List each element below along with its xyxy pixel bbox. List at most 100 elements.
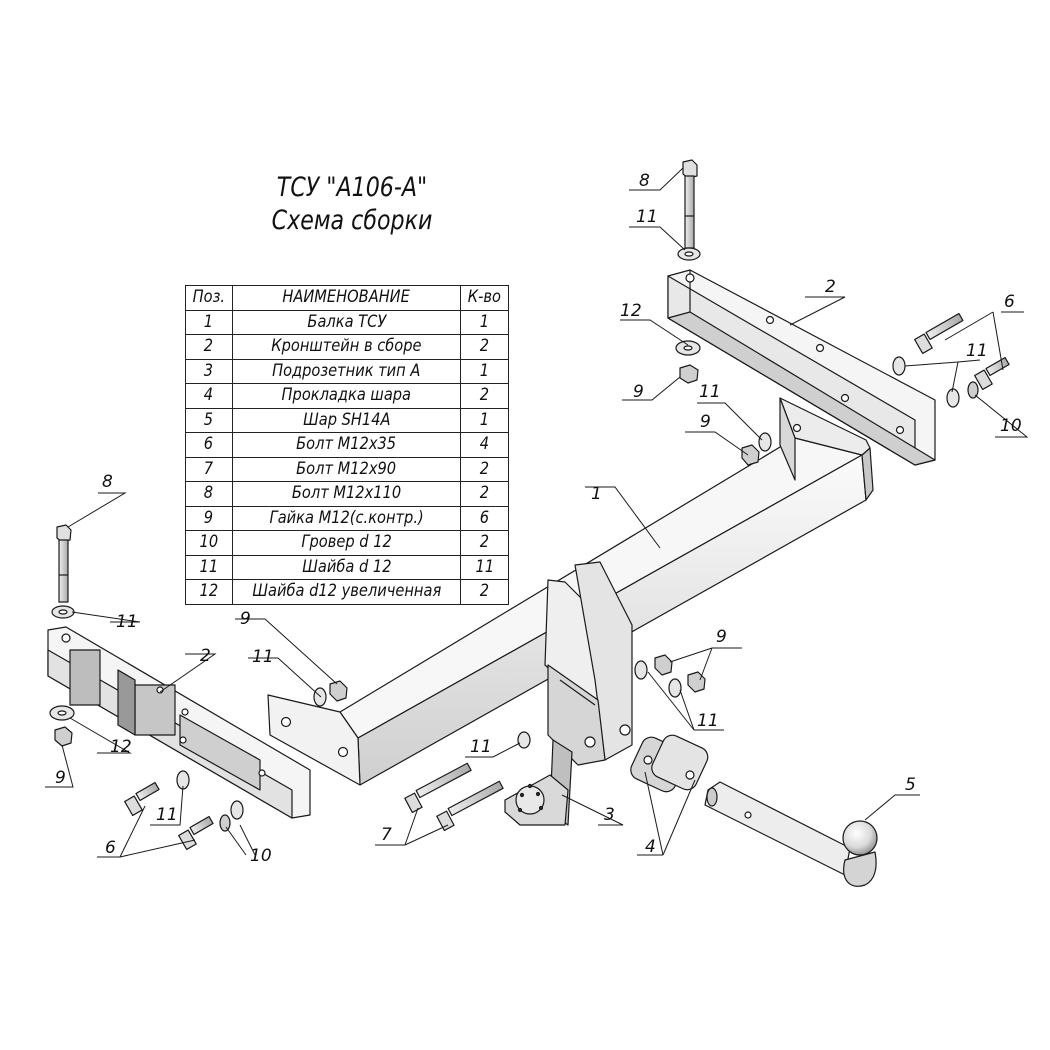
- table-cell: 8: [185, 481, 233, 507]
- callout-11: 11: [470, 737, 492, 757]
- table-cell: Гровер d 12: [231, 530, 462, 556]
- table-cell: 4: [460, 432, 509, 458]
- cell-text: 10: [199, 532, 219, 553]
- callout-11: 11: [156, 805, 178, 825]
- cell-text: 1: [479, 311, 490, 332]
- table-cell: 9: [185, 505, 233, 531]
- bracket-left: [47, 626, 311, 819]
- callout-11: 11: [636, 207, 658, 227]
- table-row: 7 Болт М12х90 2: [185, 456, 509, 482]
- table-cell: 2: [185, 334, 233, 360]
- tow-ball: [704, 781, 878, 887]
- cell-text: Шар SH14A: [302, 409, 391, 430]
- table-header-cell: Поз.: [185, 285, 233, 311]
- callout-11: 11: [966, 341, 988, 361]
- callout-12: 12: [620, 301, 642, 321]
- callout-10: 10: [250, 846, 272, 866]
- cell-text: 5: [204, 409, 214, 430]
- cell-text: Подрозетник тип А: [272, 360, 421, 381]
- cell-text: 2: [479, 483, 490, 504]
- cell-text: 1: [479, 409, 490, 430]
- callout-3: 3: [604, 805, 615, 825]
- callout-5: 5: [905, 775, 916, 795]
- callout-7: 7: [381, 825, 392, 845]
- table-cell: Гайка М12(с.контр.): [231, 505, 462, 531]
- ball-spacers: [630, 734, 709, 793]
- cell-text: Болт М12х90: [296, 458, 397, 479]
- callout-9: 9: [716, 627, 727, 647]
- table-cell: 6: [460, 505, 509, 531]
- cell-text: Болт М12х110: [291, 483, 402, 504]
- drawing-subtitle: Схема сборки: [271, 205, 433, 236]
- cell-text: НАИМЕНОВАНИЕ: [282, 287, 411, 308]
- table-cell: 6: [185, 432, 233, 458]
- table-cell: 2: [460, 530, 509, 556]
- table-cell: 12: [185, 579, 233, 605]
- table-cell: 1: [460, 407, 509, 433]
- callout-11: 11: [699, 382, 721, 402]
- table-row: 2 Кронштейн в сборе 2: [185, 334, 509, 360]
- cell-text: 2: [479, 581, 490, 602]
- cell-text: 9: [204, 507, 214, 528]
- bolt-6-c: [124, 781, 160, 817]
- table-cell: Прокладка шара: [231, 383, 462, 409]
- cell-text: Шайба d12 увеличенная: [252, 581, 441, 602]
- cell-text: Шайба d 12: [301, 556, 392, 577]
- table-cell: Шайба d 12: [231, 554, 462, 580]
- bolt-8-left: [56, 524, 72, 603]
- callout-2: 2: [825, 277, 836, 297]
- washers-nuts: [49, 247, 979, 832]
- table-row: 3 Подрозетник тип А 1: [185, 358, 509, 384]
- table-header-cell: НАИМЕНОВАНИЕ: [231, 285, 462, 311]
- table-header-cell: К-во: [460, 285, 509, 311]
- leader-lines: [45, 167, 1029, 858]
- cell-text: Кронштейн в сборе: [271, 336, 422, 357]
- table-cell: 10: [185, 530, 233, 556]
- cell-text: 1: [479, 360, 490, 381]
- table-cell: Болт М12х90: [231, 456, 462, 482]
- cell-text: Поз.: [192, 287, 226, 308]
- bracket-right: [667, 269, 936, 466]
- table-cell: Болт М12х110: [231, 481, 462, 507]
- callout-6: 6: [105, 838, 116, 858]
- cell-text: 7: [204, 458, 214, 479]
- table-cell: Кронштейн в сборе: [231, 334, 462, 360]
- cell-text: 2: [479, 458, 490, 479]
- cell-text: К-во: [467, 287, 502, 308]
- table-cell: 5: [185, 407, 233, 433]
- cell-text: 2: [479, 532, 490, 553]
- callout-9: 9: [240, 609, 251, 629]
- cell-text: 11: [199, 556, 219, 577]
- table-row: 5 Шар SH14A 1: [185, 407, 509, 433]
- table-cell: Шар SH14A: [231, 407, 462, 433]
- table-cell: 1: [460, 358, 509, 384]
- table-cell: 11: [460, 554, 509, 580]
- table-cell: 1: [460, 309, 509, 335]
- table-cell: 2: [460, 334, 509, 360]
- table-cell: Болт М12х35: [231, 432, 462, 458]
- table-cell: 3: [185, 358, 233, 384]
- table-cell: Шайба d12 увеличенная: [231, 579, 462, 605]
- tow-beam: [267, 397, 874, 786]
- table-cell: 4: [185, 383, 233, 409]
- drawing-title: ТСУ "А106-А": [276, 172, 428, 203]
- table-row: 12 Шайба d12 увеличенная 2: [185, 579, 509, 605]
- callout-8: 8: [639, 171, 650, 191]
- callout-8: 8: [102, 472, 113, 492]
- callout-1: 1: [591, 484, 602, 504]
- cell-text: 4: [479, 434, 490, 455]
- callout-9: 9: [633, 382, 644, 402]
- cell-text: Гайка М12(с.контр.): [269, 507, 424, 528]
- bolt-8-top: [682, 159, 698, 249]
- cell-text: 2: [479, 385, 490, 406]
- cell-text: 6: [204, 434, 214, 455]
- callout-6: 6: [1004, 292, 1015, 312]
- callout-2: 2: [200, 646, 211, 666]
- callout-11: 11: [697, 711, 719, 731]
- callout-labels: 1 2 2 3 4 5 6 6 7 8 8 9 9 9 9 9 10 10 11…: [55, 171, 1022, 866]
- table-cell: 7: [185, 456, 233, 482]
- table-row: 11 Шайба d 12 11: [185, 554, 509, 580]
